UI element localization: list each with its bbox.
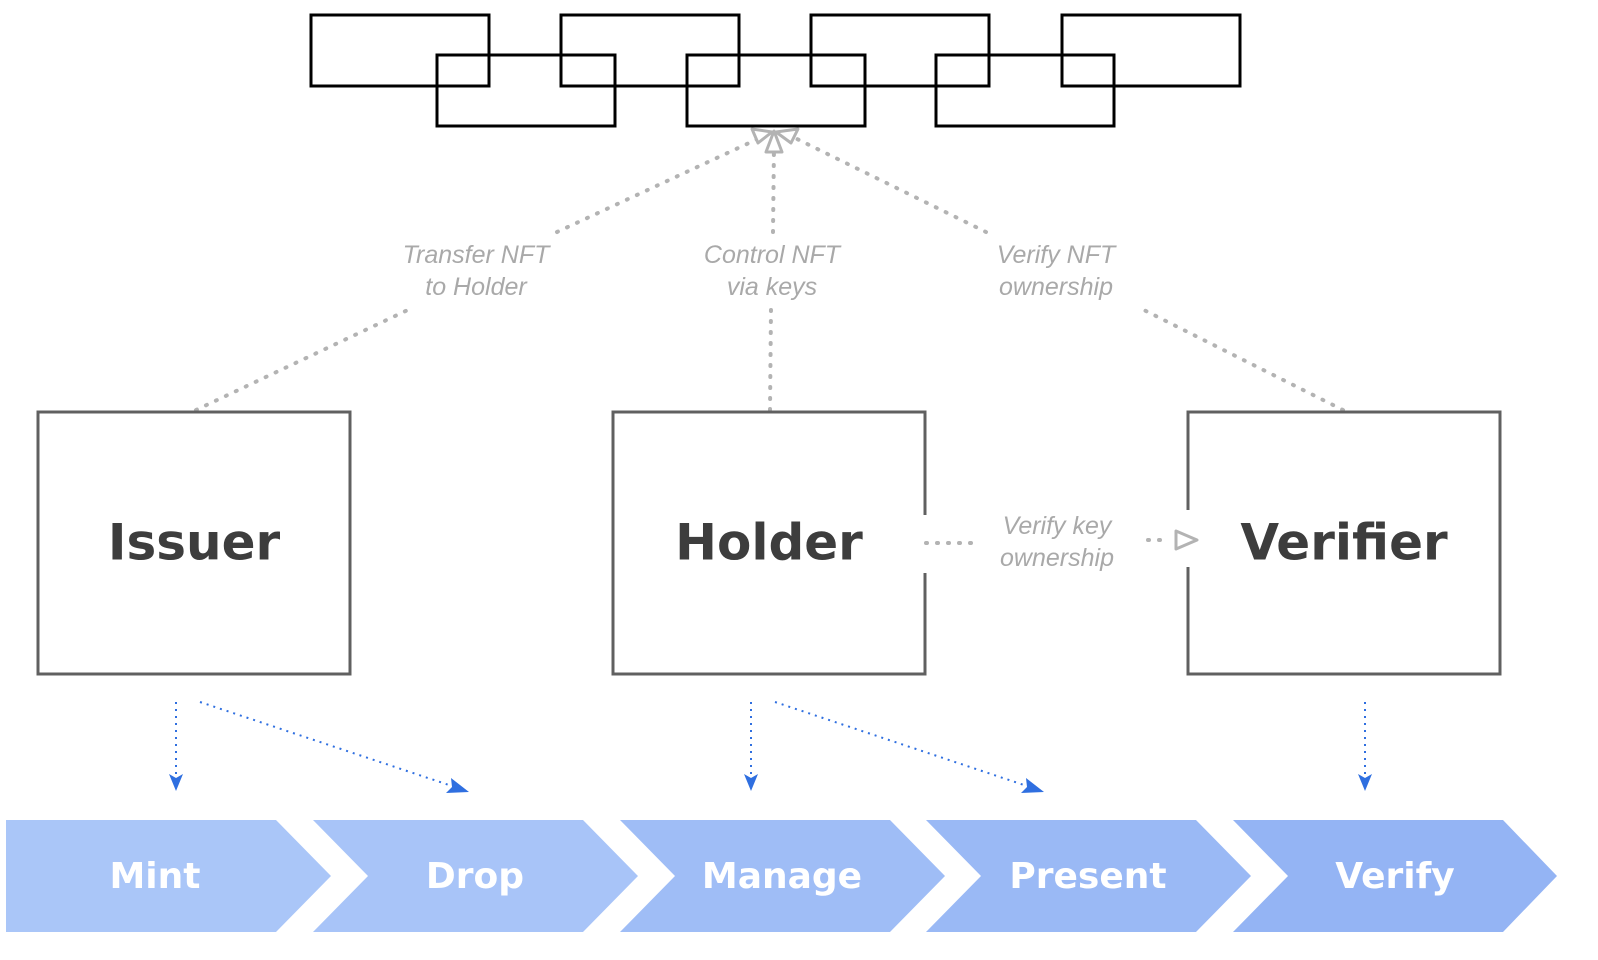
key-ownership-label-line-1: Verify key bbox=[1003, 512, 1113, 540]
step-mint-label: Mint bbox=[109, 856, 200, 897]
chain-link-7 bbox=[1060, 13, 1242, 88]
step-mint: Mint bbox=[6, 820, 331, 932]
holder-present-arrowhead bbox=[1021, 778, 1044, 793]
holder-to-chain-connector bbox=[764, 129, 784, 412]
verifier-verify-arrowhead bbox=[1358, 774, 1372, 791]
step-present-chevron bbox=[926, 820, 1251, 932]
step-verify-label: Verify bbox=[1335, 856, 1455, 897]
holder-to-present-arrow bbox=[774, 701, 1044, 793]
verifier-connector-arrowhead bbox=[774, 127, 800, 145]
holder-edge-label: Control NFT via keys bbox=[704, 241, 842, 301]
step-verify-chevron bbox=[1233, 820, 1557, 932]
verifier-box: Verifier bbox=[1186, 410, 1502, 676]
holder-to-verifier-connector bbox=[924, 529, 1199, 551]
verifier-edge-label-line-1: Verify NFT bbox=[997, 241, 1117, 269]
verifier-label: Verifier bbox=[1240, 514, 1448, 572]
verifier-to-verify-arrow bbox=[1358, 702, 1372, 791]
issuer-to-drop-arrow bbox=[199, 701, 469, 793]
issuer-connector-arrowhead bbox=[750, 127, 774, 145]
issuer-edge-label-line-2: to Holder bbox=[425, 273, 528, 301]
issuer-mint-arrowhead bbox=[169, 774, 183, 791]
step-present-label: Present bbox=[1009, 856, 1166, 897]
holder-to-manage-arrow bbox=[744, 702, 758, 791]
issuer-box: Issuer bbox=[36, 410, 352, 676]
step-manage: Manage bbox=[620, 820, 945, 932]
process-steps: Mint Drop Manage Present Verify bbox=[6, 820, 1557, 932]
holder-verifier-arrowhead bbox=[1174, 529, 1199, 551]
step-manage-label: Manage bbox=[702, 856, 862, 897]
holder-label: Holder bbox=[675, 514, 863, 572]
chain-link-3 bbox=[559, 13, 741, 88]
step-manage-chevron bbox=[620, 820, 945, 932]
key-ownership-label-line-2: ownership bbox=[1000, 544, 1114, 572]
verifier-edge-label: Verify NFT ownership bbox=[997, 241, 1117, 301]
issuer-label: Issuer bbox=[108, 514, 281, 572]
issuer-drop-arrowhead bbox=[446, 778, 469, 793]
chain-link-6 bbox=[934, 53, 1116, 128]
holder-edge-label-line-2: via keys bbox=[727, 273, 817, 301]
step-verify: Verify bbox=[1233, 820, 1557, 932]
chain-link-5 bbox=[809, 13, 991, 88]
chain-link-4 bbox=[685, 53, 867, 128]
issuer-to-mint-arrow bbox=[169, 702, 183, 791]
holder-edge-label-line-1: Control NFT bbox=[704, 241, 842, 269]
blockchain-chain-icon bbox=[309, 13, 1242, 128]
issuer-edge-label: Transfer NFT to Holder bbox=[403, 241, 551, 301]
issuer-edge-label-line-1: Transfer NFT bbox=[403, 241, 551, 269]
step-drop: Drop bbox=[313, 820, 638, 932]
verifier-to-chain-connector bbox=[774, 127, 1345, 412]
chain-link-1 bbox=[309, 13, 491, 88]
chain-link-2 bbox=[435, 53, 617, 128]
holder-connector-arrowhead bbox=[764, 129, 784, 154]
issuer-to-chain-connector bbox=[194, 127, 774, 412]
key-ownership-edge-label: Verify key ownership bbox=[1000, 512, 1114, 572]
step-mint-chevron bbox=[6, 820, 331, 932]
holder-box: Holder bbox=[611, 410, 927, 676]
step-drop-label: Drop bbox=[426, 856, 524, 897]
step-present: Present bbox=[926, 820, 1251, 932]
step-drop-chevron bbox=[313, 820, 638, 932]
holder-manage-arrowhead bbox=[744, 774, 758, 791]
verifier-edge-label-line-2: ownership bbox=[999, 273, 1113, 301]
